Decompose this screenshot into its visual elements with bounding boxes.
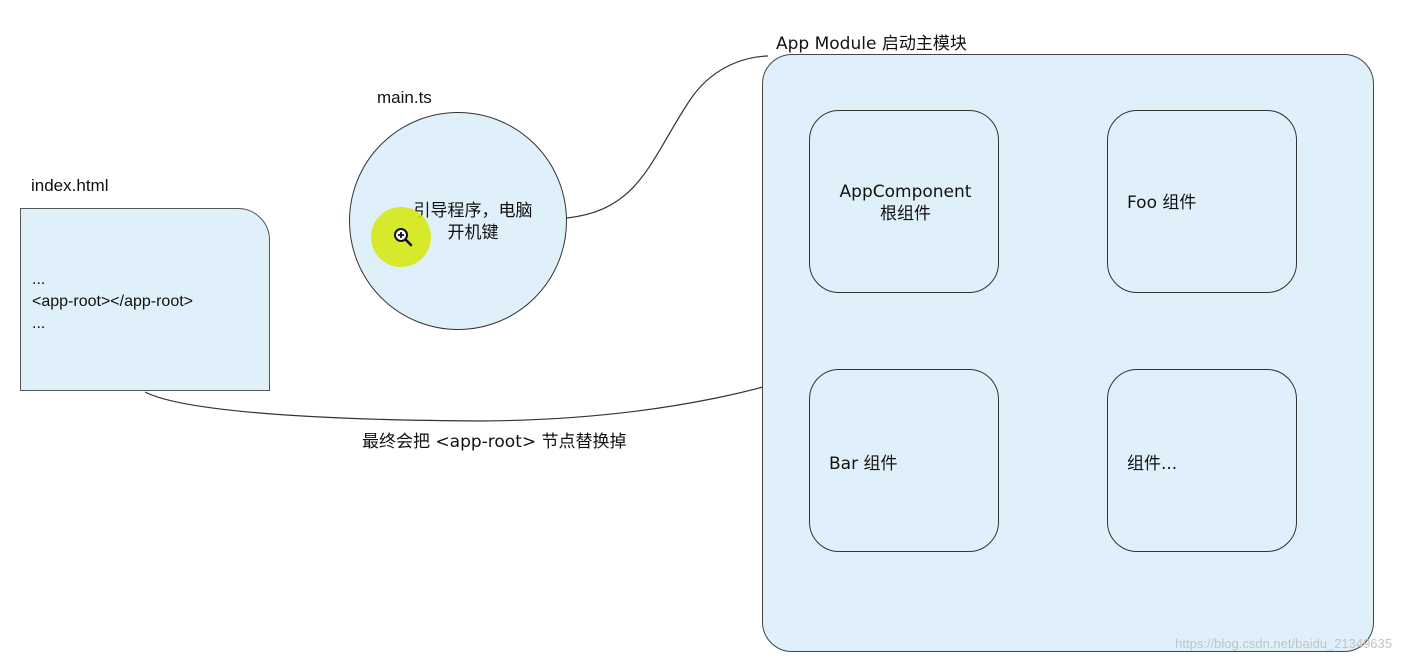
index-line-app-root: <app-root></app-root>	[32, 293, 194, 310]
more-component-box: 组件...	[1107, 369, 1297, 552]
module-title: App Module 启动主模块	[776, 34, 967, 54]
app-component-label: AppComponent 根组件	[828, 181, 983, 225]
index-content: ... <app-root></app-root> ...	[32, 269, 193, 335]
main-title: main.ts	[377, 88, 432, 107]
main-circle-line: 开机键	[447, 223, 499, 243]
main-circle-line: 引导程序，电脑	[413, 201, 533, 221]
foo-component-label: Foo 组件	[1127, 193, 1197, 213]
watermark: https://blog.csdn.net/baidu_21349635	[1175, 636, 1392, 651]
more-component-label: 组件...	[1127, 454, 1178, 474]
foo-component-box: Foo 组件	[1107, 110, 1297, 293]
index-line: ...	[32, 271, 46, 288]
app-component-box: AppComponent 根组件	[809, 110, 999, 293]
index-line: ...	[32, 315, 46, 332]
app-component-desc: 根组件	[880, 204, 931, 224]
app-component-name: AppComponent	[839, 182, 972, 202]
bar-component-box: Bar 组件	[809, 369, 999, 552]
bar-component-label: Bar 组件	[829, 454, 898, 474]
index-html-box: ... <app-root></app-root> ...	[20, 208, 270, 391]
replace-note: 最终会把 <app-root> 节点替换掉	[362, 432, 627, 452]
index-title: index.html	[31, 176, 109, 195]
connector-main-to-module	[566, 55, 769, 219]
main-circle-text: 引导程序，电脑 开机键	[350, 200, 566, 244]
zoom-in-icon	[394, 228, 413, 247]
